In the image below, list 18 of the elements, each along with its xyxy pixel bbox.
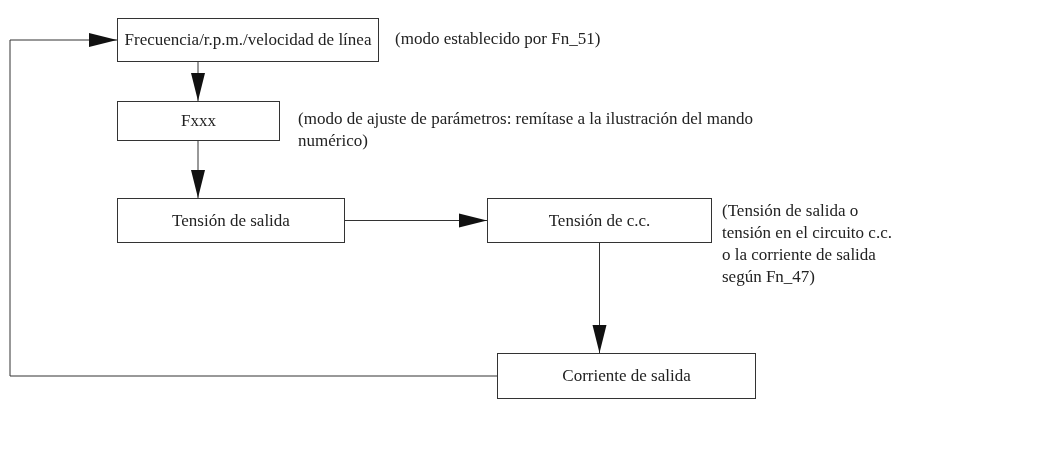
annotation-text: (modo de ajuste de parámetros: remítase a la ilustración del mando numérico)	[298, 108, 755, 152]
process-box	[487, 198, 712, 243]
arrow	[191, 61, 205, 102]
box-label: Fxxx	[181, 111, 216, 131]
box-label: Frecuencia/r.p.m./velocidad de línea	[124, 30, 372, 50]
arrow	[592, 242, 607, 354]
annotation-text: (modo establecido por Fn_51)	[395, 28, 602, 50]
box-label: Corriente de salida	[562, 366, 691, 386]
process-box	[497, 353, 756, 399]
box-label: Tensión de c.c.	[548, 210, 651, 231]
arrow	[191, 140, 205, 199]
annotation-text: (Tensión de salida o tensión en el circuito c.c. o la corriente de salida según Fn_47)	[722, 200, 893, 288]
arrow	[9, 33, 498, 377]
arrow	[344, 213, 488, 228]
process-box	[117, 18, 379, 62]
process-box	[117, 101, 280, 141]
box-label: Tensión de salida	[172, 210, 290, 231]
process-box	[117, 198, 345, 243]
